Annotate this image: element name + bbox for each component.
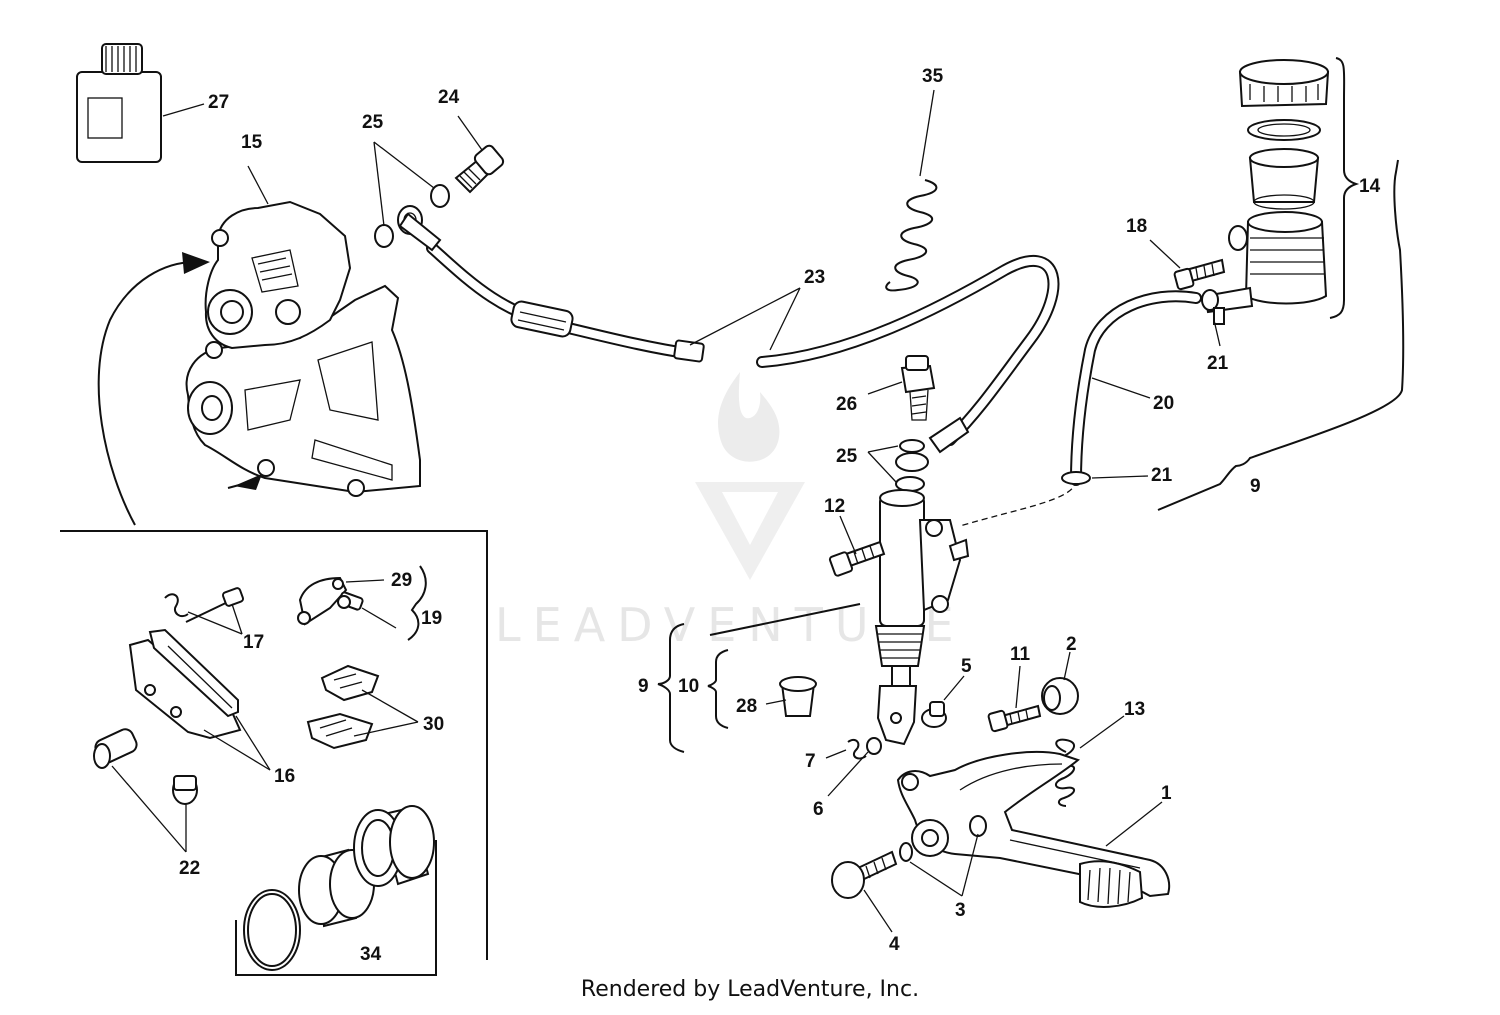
return-spring	[1055, 715, 1125, 807]
callout-17: 17	[243, 632, 264, 653]
callout-9-master: 9	[638, 676, 649, 697]
reservoir-hose	[959, 290, 1202, 527]
callout-24: 24	[438, 87, 460, 108]
group-9-bracket	[1157, 159, 1405, 511]
hose-clamp-bottom	[1061, 471, 1149, 485]
brake-fluid-bottle	[76, 43, 205, 163]
callout-16: 16	[274, 766, 295, 787]
callout-7: 7	[805, 751, 816, 772]
pad-pin-set	[164, 587, 245, 635]
caliper-bolts	[93, 728, 198, 853]
callout-9-reservoir: 9	[1250, 476, 1261, 497]
brake-hose	[398, 212, 1060, 454]
callout-20: 20	[1153, 393, 1174, 414]
callout-1: 1	[1161, 783, 1172, 804]
callout-12: 12	[824, 496, 845, 517]
callout-15: 15	[241, 132, 263, 153]
callout-27: 27	[208, 92, 229, 113]
callout-26: 26	[836, 394, 857, 415]
callout-21-bottom: 21	[1151, 465, 1173, 486]
pedal-pivot-bolt	[831, 850, 898, 933]
callout-35: 35	[922, 66, 944, 87]
callout-6: 6	[813, 799, 824, 820]
callout-21-top: 21	[1207, 353, 1229, 374]
callout-13: 13	[1124, 699, 1145, 720]
callout-22: 22	[179, 858, 200, 879]
group-10-brace	[707, 649, 729, 729]
callout-3: 3	[955, 900, 966, 921]
callout-2: 2	[1066, 634, 1077, 655]
master-cylinder-bolt	[828, 515, 886, 577]
clevis-clip	[825, 737, 882, 797]
callout-18: 18	[1126, 216, 1147, 237]
footer-credit: Rendered by LeadVenture, Inc.	[581, 977, 919, 1002]
push-rod-boot	[765, 676, 817, 717]
callout-29: 29	[391, 570, 412, 591]
hose-clamp-top	[1201, 289, 1225, 347]
callout-14: 14	[1359, 176, 1381, 197]
callout-4: 4	[889, 934, 900, 955]
pad-spring-clips	[306, 664, 419, 750]
reservoir-bolt	[1149, 239, 1226, 291]
callout-25-lower: 25	[836, 446, 858, 467]
inset-frame	[60, 530, 488, 960]
brake-pedal	[896, 751, 1170, 908]
piston-kit	[235, 805, 437, 976]
watermark-logo	[695, 372, 805, 580]
banjo-washers-lower	[867, 439, 929, 492]
bleed-valve	[297, 565, 427, 641]
pivot-washers	[899, 833, 979, 897]
callout-5: 5	[961, 656, 972, 677]
inset-arrow	[97, 261, 196, 526]
callout-30: 30	[423, 714, 444, 735]
clevis-pin	[921, 675, 965, 728]
brake-pads	[128, 628, 271, 771]
adjuster-spacer	[1041, 651, 1079, 715]
hose-guard-spiral	[885, 89, 938, 292]
master-cylinder	[709, 489, 970, 746]
banjo-bolt	[454, 115, 505, 194]
group-9-left-brace	[657, 623, 685, 753]
callout-28: 28	[736, 696, 757, 717]
adjuster-screw	[987, 665, 1042, 733]
brake-caliper	[185, 165, 421, 497]
fluid-reservoir	[1203, 57, 1360, 319]
callout-23: 23	[804, 267, 825, 288]
callout-34: 34	[360, 944, 382, 965]
callout-10: 10	[678, 676, 699, 697]
callout-11: 11	[1010, 644, 1031, 665]
callout-19: 19	[421, 608, 442, 629]
callout-25-top: 25	[362, 112, 384, 133]
inset-arrow-head	[182, 252, 210, 274]
master-cylinder-bleeder	[867, 355, 936, 421]
